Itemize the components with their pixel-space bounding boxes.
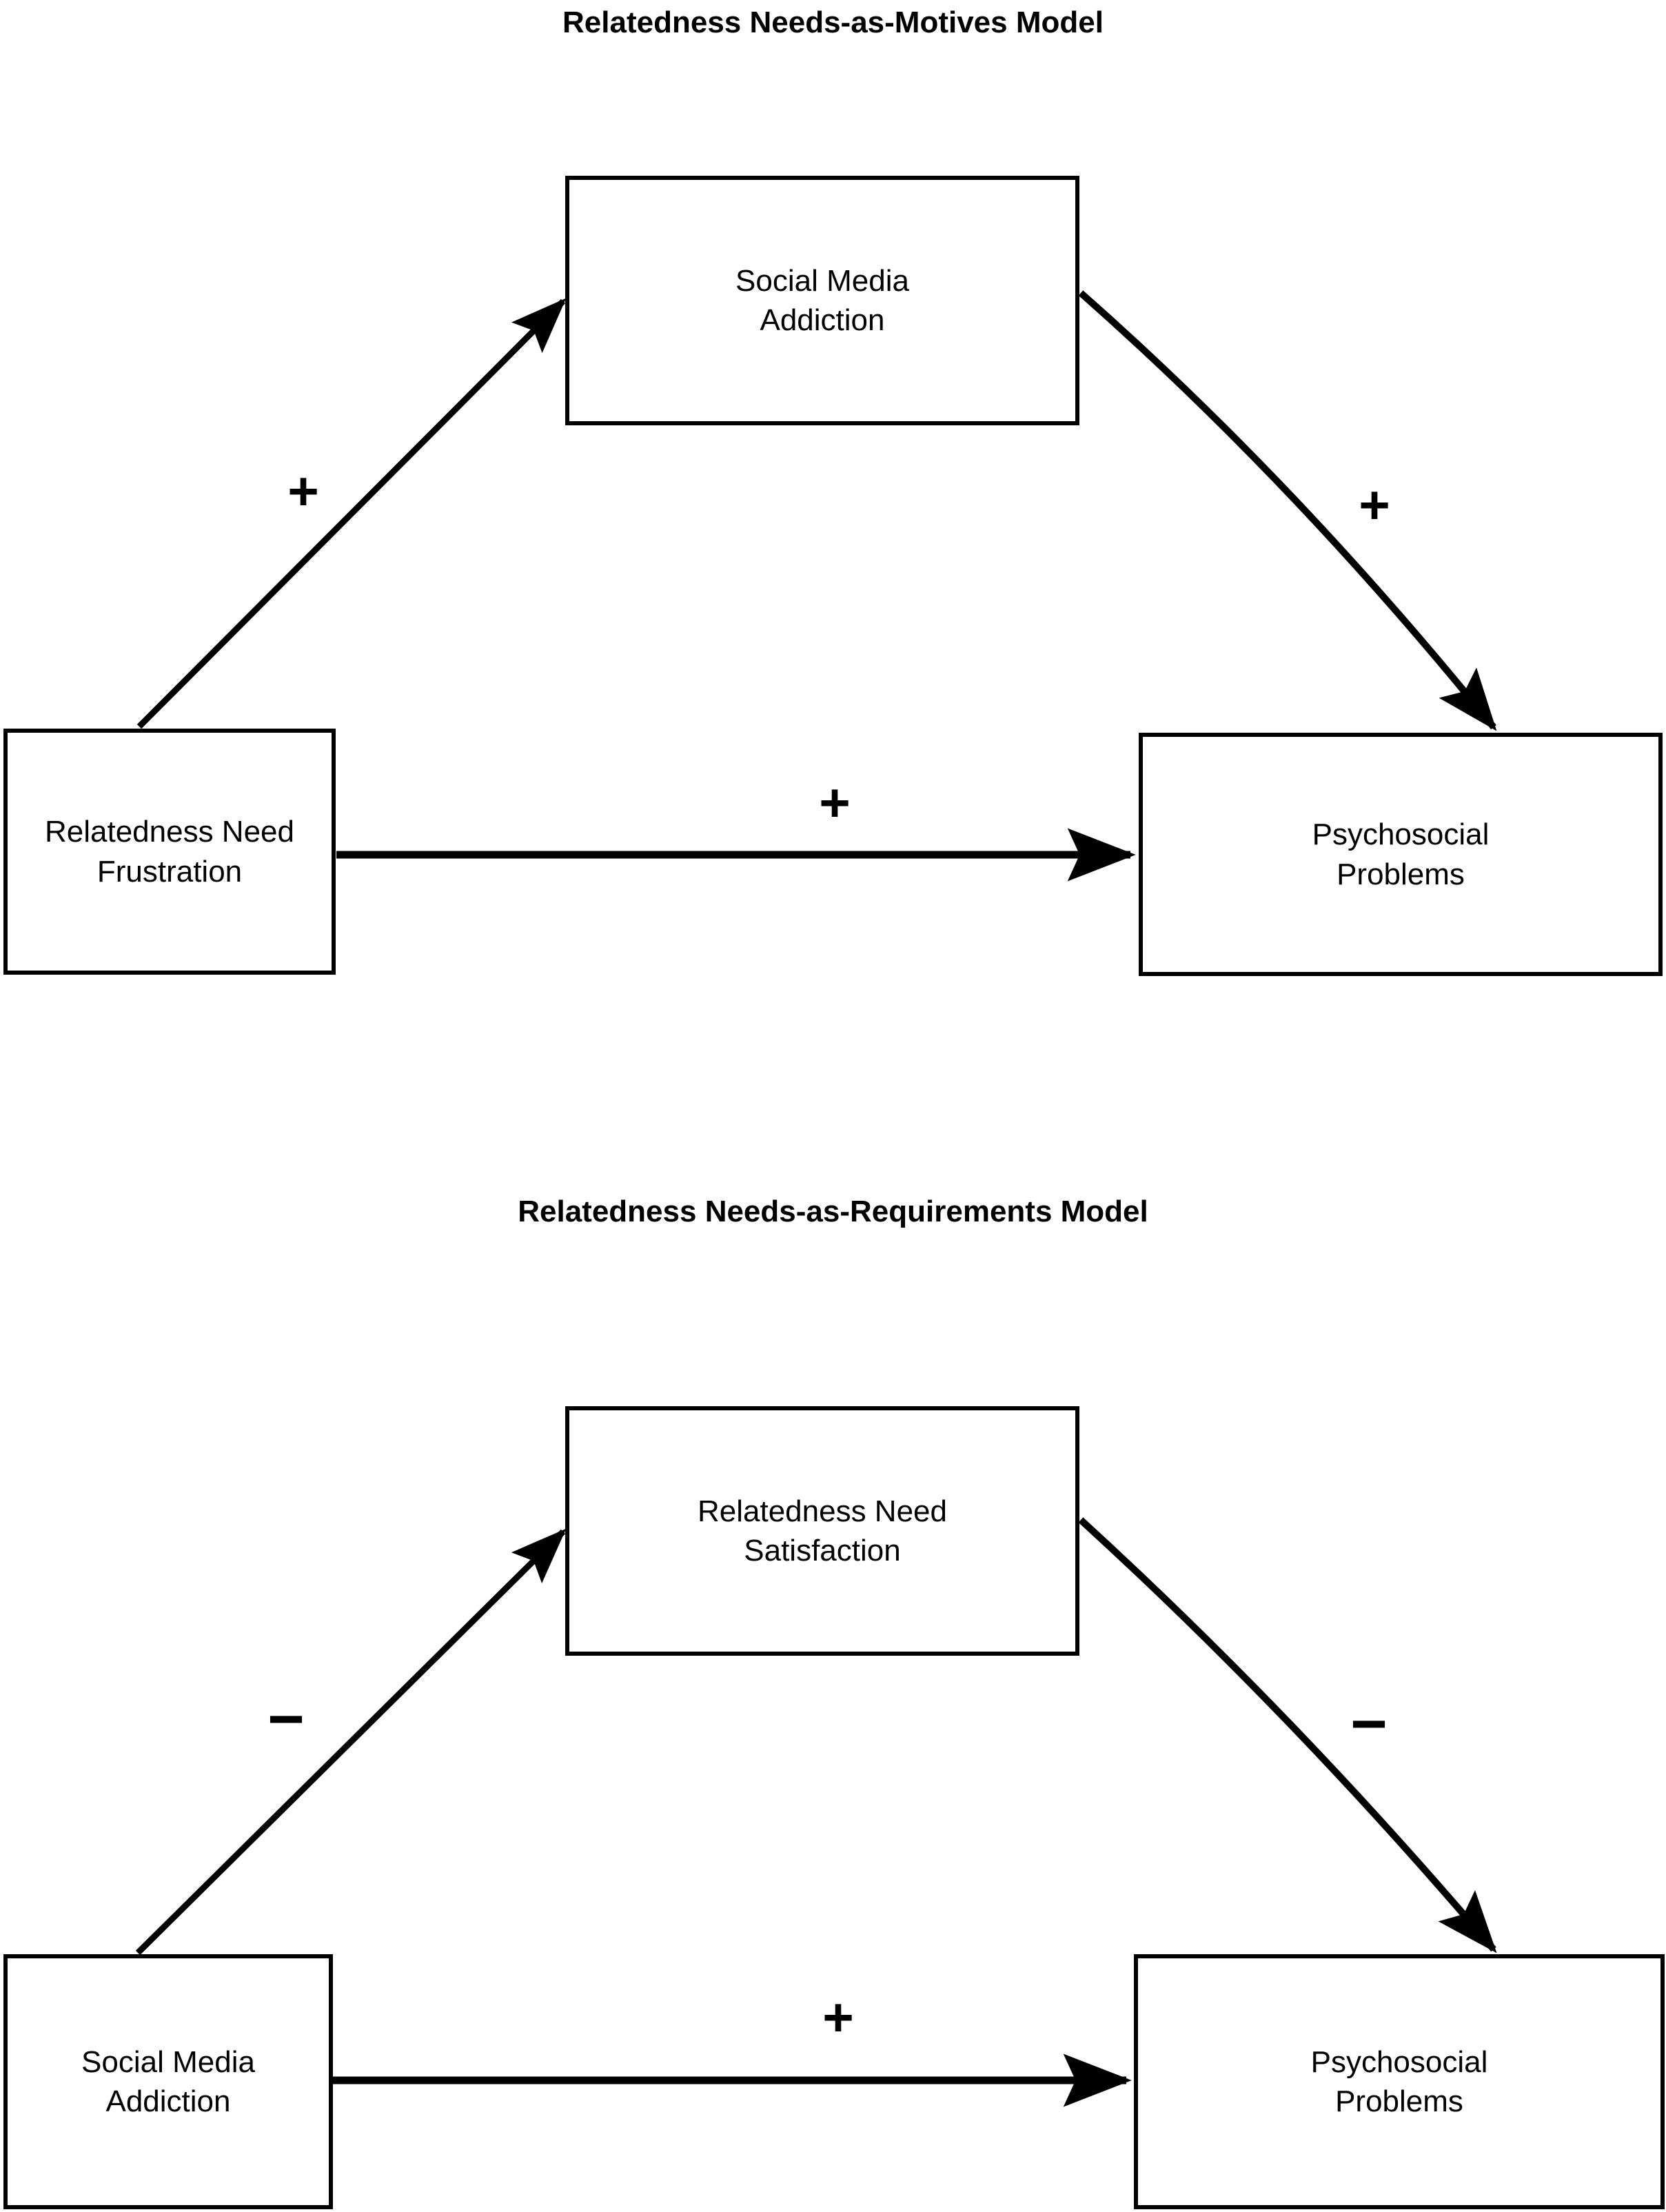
path-sign-frustration-to-problems: +	[819, 772, 851, 833]
node-box-social-media-addiction: Social Media Addiction	[565, 176, 1079, 425]
node-label-social-media-addiction-2: Social Media Addiction	[81, 2044, 255, 2118]
path-arrow-addiction-to-problems	[1078, 290, 1497, 731]
path-arrow-frustration-to-addiction	[136, 298, 567, 729]
path-sign-addiction-to-problems-2: +	[822, 1987, 854, 2047]
node-label-psychosocial-problems-2: Psychosocial Problems	[1310, 2044, 1488, 2118]
path-sign-addiction-to-satisfaction: −	[267, 1684, 305, 1754]
model-2-title: Relatedness Needs-as-Requirements Model	[518, 1195, 1148, 1228]
node-box-psychosocial-problems: Psychosocial Problems	[1139, 733, 1663, 976]
node-label-social-media-addiction: Social Media Addiction	[735, 263, 909, 337]
path-sign-addiction-to-problems: +	[1359, 474, 1390, 535]
node-box-relatedness-need-frustration: Relatedness Need Frustration	[3, 729, 336, 975]
node-label-psychosocial-problems: Psychosocial Problems	[1312, 818, 1490, 891]
node-box-social-media-addiction-2: Social Media Addiction	[3, 1954, 333, 2209]
node-label-relatedness-need-satisfaction: Relatedness Need Satisfaction	[697, 1494, 947, 1567]
path-arrow-addiction-to-satisfaction	[135, 1528, 567, 1956]
path-arrow-satisfaction-to-problems	[1078, 1517, 1497, 1954]
node-box-relatedness-need-satisfaction: Relatedness Need Satisfaction	[565, 1406, 1079, 1656]
model-1-title: Relatedness Needs-as-Motives Model	[562, 6, 1104, 39]
node-box-psychosocial-problems-2: Psychosocial Problems	[1134, 1954, 1665, 2209]
node-label-relatedness-need-frustration: Relatedness Need Frustration	[44, 815, 294, 889]
path-sign-satisfaction-to-problems: −	[1350, 1689, 1388, 1759]
path-sign-frustration-to-addiction: +	[287, 460, 319, 521]
